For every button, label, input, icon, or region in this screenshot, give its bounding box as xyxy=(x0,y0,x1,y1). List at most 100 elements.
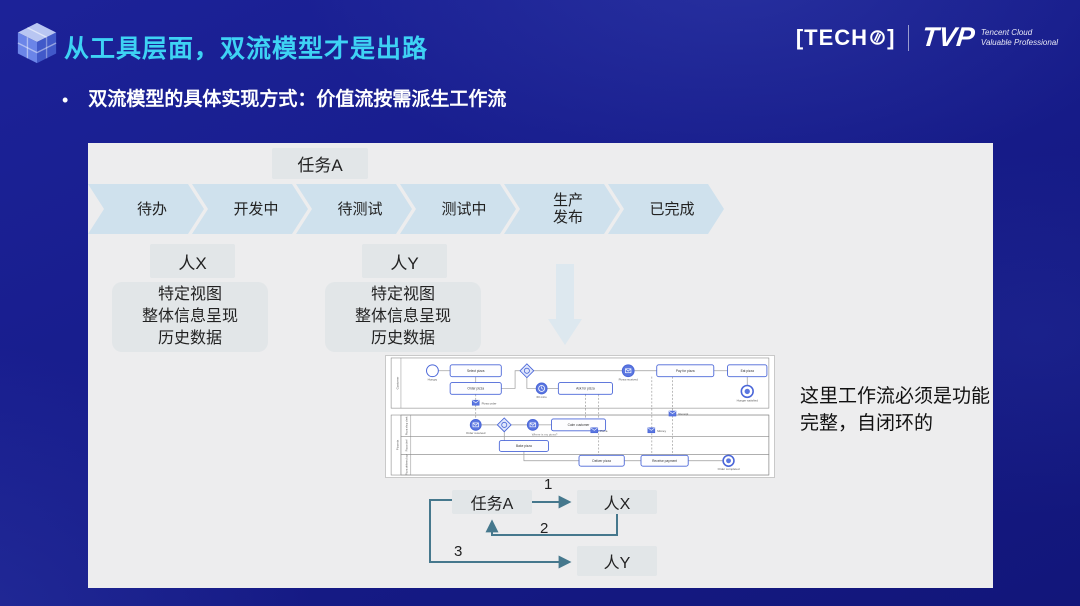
stage-label: 待测试 xyxy=(337,200,383,218)
bpmn-lane-label: Pizza chef xyxy=(404,439,408,451)
bpmn-task-label: Bake pizza xyxy=(516,444,532,448)
bpmn-message-envelope-flap xyxy=(529,422,536,426)
bpmn-event-label: Hungry xyxy=(428,378,438,382)
bpmn-task-label: Calm customer xyxy=(568,423,591,427)
bpmn-task xyxy=(498,440,549,452)
tvp-logo-subtext: Tencent Cloud Valuable Professional xyxy=(980,27,1058,47)
page-title: 从工具层面，双流模型才是出路 xyxy=(64,35,429,63)
task-a-label-top: 任务A xyxy=(272,148,368,179)
cube-icon xyxy=(17,22,57,64)
bpmn-event-label: Hunger satisfied xyxy=(737,398,759,402)
bpmn-lane xyxy=(400,454,770,476)
content-panel: 任务A 待办 开发中 待测试 测试中 生产发布 已完成 人X 人Y 特定视图 整体信息呈现… xyxy=(88,143,993,588)
bpmn-task-label: Order pizza xyxy=(467,387,484,391)
bpmn-task-label: Select pizza xyxy=(467,369,485,373)
person-x-label-bottom: 人X xyxy=(577,490,657,514)
bpmn-pool-label: Pizzeria xyxy=(396,439,400,450)
bpmn-start-event xyxy=(426,364,439,378)
bpmn-end-event-core xyxy=(726,458,731,464)
bpmn-task-label: Deliver pizza xyxy=(592,459,611,463)
bpmn-timer-hand xyxy=(541,388,544,390)
person-x-view-box: 特定视图 整体信息呈现 历史数据 xyxy=(112,282,268,352)
bpmn-gateway-marker xyxy=(501,421,508,428)
bpmn-sequence-flow xyxy=(523,451,580,462)
bpmn-task xyxy=(656,364,715,378)
bpmn-gateway-marker xyxy=(523,367,530,374)
stage-label: 待办 xyxy=(136,200,167,218)
stage-chevron-2: 开发中 xyxy=(192,184,308,234)
person-y-view-box: 特定视图 整体信息呈现 历史数据 xyxy=(325,282,481,352)
bpmn-message-icon-flap xyxy=(472,400,480,404)
bpmn-timer-face xyxy=(538,385,546,392)
task-a-label-bottom: 任务A xyxy=(452,490,532,514)
bpmn-message-icon-flap xyxy=(590,427,598,431)
bpmn-sequence-flow xyxy=(501,370,520,389)
arrow-label-1: 1 xyxy=(544,476,553,493)
bpmn-message-envelope-flap xyxy=(625,368,632,372)
bpmn-task-label: Eat pizza xyxy=(741,369,755,373)
bpmn-task-label: Receive payment xyxy=(652,459,677,463)
value-stream-stages: 待办 开发中 待测试 测试中 生产发布 已完成 xyxy=(88,184,728,234)
bpmn-message-icon-flap xyxy=(668,410,677,415)
bpmn-message-envelope xyxy=(529,422,536,428)
person-y-label: 人Y xyxy=(362,244,447,278)
logo-divider xyxy=(908,24,910,51)
bpmn-message-envelope-flap xyxy=(472,422,479,426)
bpmn-task-label: Pay for pizza xyxy=(676,369,695,373)
bpmn-pool-label: Customer xyxy=(396,377,400,390)
bpmn-event-label: Order received xyxy=(466,431,486,435)
stage-chevron-1: 待办 xyxy=(88,184,204,234)
techo-o-icon xyxy=(870,30,885,45)
down-arrow-icon xyxy=(556,264,574,319)
tvp-logo-text: TVP xyxy=(920,22,977,52)
stage-chevron-3: 待测试 xyxy=(296,184,412,234)
derivation-arrow-2 xyxy=(485,514,618,536)
bpmn-message-label: Receipt xyxy=(678,412,688,416)
bpmn-message-label: Money xyxy=(657,429,666,433)
bpmn-message-label: Pizza xyxy=(600,429,608,433)
bpmn-task xyxy=(727,364,768,378)
techo-logo: [TECH ] xyxy=(796,25,896,51)
bpmn-sequence-flow xyxy=(526,377,537,389)
bpmn-message-envelope xyxy=(625,368,632,374)
bpmn-task-label: Ask for pizza xyxy=(576,387,595,391)
bpmn-gateway xyxy=(496,417,512,433)
techo-logo-text-left: [TECH xyxy=(795,24,869,50)
stage-label: 开发中 xyxy=(233,200,279,218)
person-y-label-bottom: 人Y xyxy=(577,546,657,576)
bpmn-message-envelope xyxy=(472,422,479,428)
bpmn-task xyxy=(640,454,689,467)
person-x-label: 人X xyxy=(150,244,235,278)
bpmn-gateway xyxy=(519,363,535,379)
bpmn-lane-label: Pizza shop clerk xyxy=(404,416,408,435)
bpmn-event-label: Pizza received xyxy=(619,378,638,382)
bpmn-event-label: Order completed xyxy=(718,467,740,471)
bpmn-task xyxy=(578,454,625,467)
bpmn-lane-label: Pizza delivery boy xyxy=(404,454,408,475)
bpmn-message-icon-flap xyxy=(647,427,655,431)
stage-label: 已完成 xyxy=(649,200,695,218)
arrow-label-2: 2 xyxy=(540,520,549,537)
stage-label: 生产发布 xyxy=(552,192,583,226)
arrow-label-3: 3 xyxy=(454,543,463,560)
bpmn-task xyxy=(557,382,613,395)
stage-label: 测试中 xyxy=(441,200,487,218)
down-arrow-icon-head xyxy=(548,319,582,345)
bullet-line: • 双流模型的具体实现方式：价值流按需派生工作流 xyxy=(62,88,506,112)
bpmn-message-label: Pizza order xyxy=(482,401,497,405)
bpmn-annotation: Where is my pizza? xyxy=(532,433,558,437)
tvp-logo: TVP Tencent Cloud Valuable Professional xyxy=(920,22,1058,53)
techo-logo-text-right: ] xyxy=(887,24,896,50)
bpmn-task xyxy=(449,364,502,378)
bullet-text: 双流模型的具体实现方式：价值流按需派生工作流 xyxy=(88,89,507,110)
workflow-note: 这里工作流必须是功能完整，自闭环的 xyxy=(800,386,991,434)
bullet-dot: • xyxy=(62,90,69,110)
stage-chevron-6: 已完成 xyxy=(608,184,724,234)
bpmn-task xyxy=(449,382,502,395)
header-logos: [TECH ] TVP Tencent Cloud Valuable Profe… xyxy=(796,22,1058,53)
bpmn-event-label: 60 mins xyxy=(536,395,547,399)
stage-chevron-5: 生产发布 xyxy=(504,184,620,234)
